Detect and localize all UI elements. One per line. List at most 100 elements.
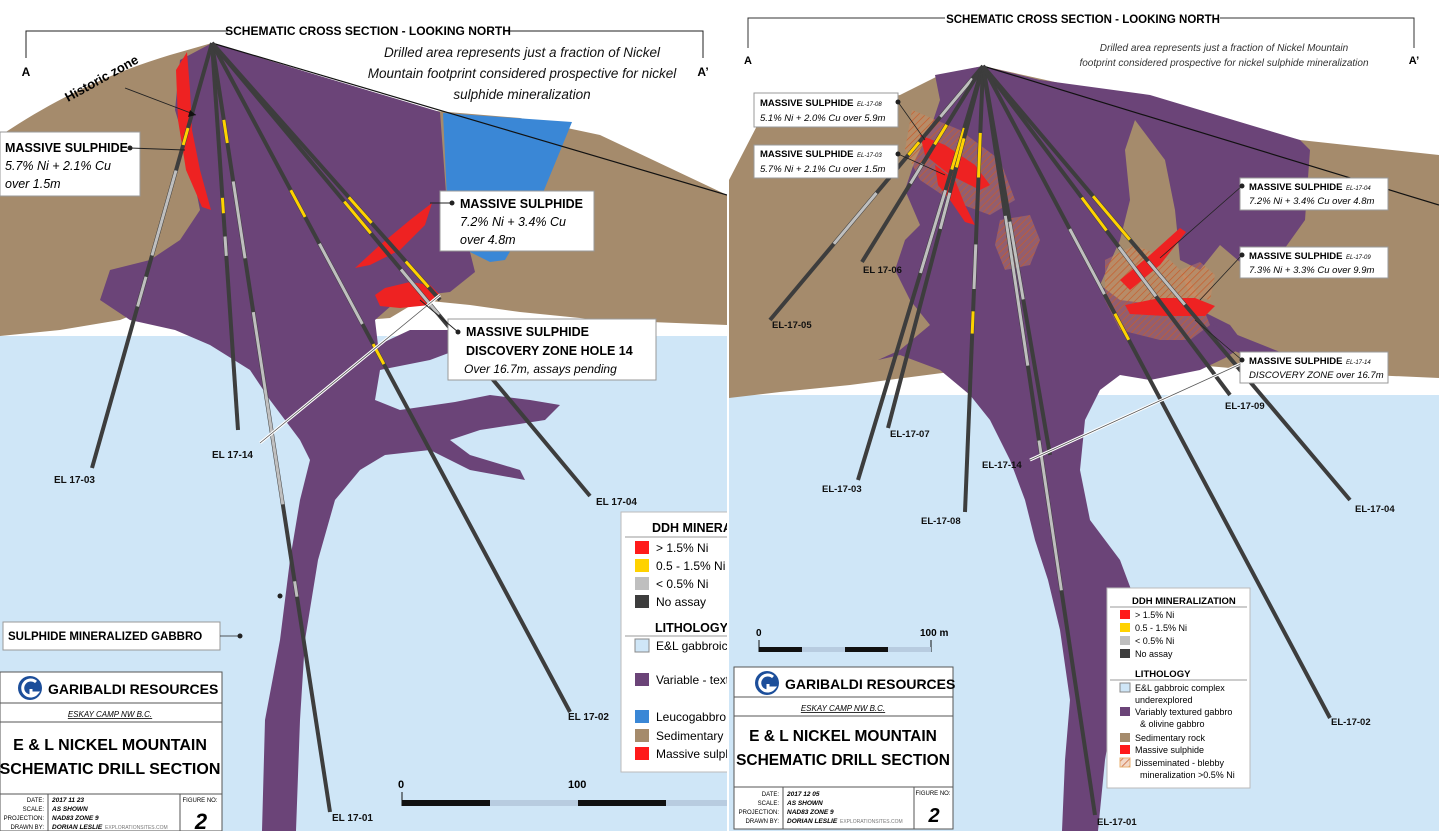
left-hole-label-17-14: EL 17-14 xyxy=(212,450,253,461)
left-hole-labels: EL 17-03 EL 17-14 EL 17-04 EL 17-02 EL 1… xyxy=(54,450,637,824)
left-hole-17-04 xyxy=(210,41,592,498)
svg-text:NAD83 ZONE 9: NAD83 ZONE 9 xyxy=(787,809,834,816)
right-hole-label-17-14: EL-17-14 xyxy=(982,460,1022,471)
svg-text:MASSIVE SULPHIDE: MASSIVE SULPHIDE xyxy=(1249,182,1342,193)
svg-text:Drilled area represents just a: Drilled area represents just a fraction … xyxy=(384,45,661,60)
right-hole-17-05 xyxy=(768,64,985,322)
svg-text:AS SHOWN: AS SHOWN xyxy=(51,806,88,813)
right-sulphide-03 xyxy=(935,165,975,225)
left-sulphide-upper xyxy=(355,203,432,268)
left-callout-2: MASSIVE SULPHIDE 7.2% Ni + 3.4% Cu over … xyxy=(430,190,595,252)
svg-text:MASSIVE SULPHIDE: MASSIVE SULPHIDE xyxy=(1249,356,1342,367)
right-hole-17-06 xyxy=(860,64,985,264)
svg-text:2: 2 xyxy=(927,805,939,827)
left-hole-label-17-03: EL 17-03 xyxy=(54,475,95,486)
right-hole-17-09 xyxy=(981,64,1232,397)
svg-text:E&L gabbroic complex underexpl: E&L gabbroic complex underexplored xyxy=(656,639,856,653)
svg-text:> 1.5% Ni: > 1.5% Ni xyxy=(1135,610,1174,620)
svg-text:MASSIVE SULPHIDE: MASSIVE SULPHIDE xyxy=(760,98,853,109)
left-sulphide-historic xyxy=(176,52,211,210)
svg-text:over 4.8m: over 4.8m xyxy=(460,233,516,247)
svg-text:5.7% Ni + 2.1% Cu: 5.7% Ni + 2.1% Cu xyxy=(5,159,111,173)
svg-text:Disseminated - blebby: Disseminated - blebby xyxy=(1135,758,1225,768)
svg-text:AS SHOWN: AS SHOWN xyxy=(786,800,823,807)
right-callout-08: MASSIVE SULPHIDE EL-17-08 5.1% Ni + 2.0%… xyxy=(753,92,926,141)
svg-text:FIGURE NO:: FIGURE NO: xyxy=(915,791,950,797)
left-hole-label-17-01: EL 17-01 xyxy=(332,813,373,824)
svg-text:NAD83 ZONE 9: NAD83 ZONE 9 xyxy=(52,815,99,822)
svg-text:DORIAN LESLIE: DORIAN LESLIE xyxy=(52,824,103,831)
svg-text:Mountain footprint considered: Mountain footprint considered prospectiv… xyxy=(368,66,677,81)
svg-text:MASSIVE SULPHIDE: MASSIVE SULPHIDE xyxy=(760,149,853,160)
right-disseminated-4 xyxy=(1180,262,1215,300)
svg-text:0: 0 xyxy=(398,779,404,791)
left-header: SCHEMATIC CROSS SECTION - LOOKING NORTH … xyxy=(22,24,709,79)
svg-text:< 0.5% Ni: < 0.5% Ni xyxy=(1135,636,1174,646)
svg-text:MASSIVE SULPHIDE: MASSIVE SULPHIDE xyxy=(466,325,589,339)
svg-text:DATE:: DATE: xyxy=(762,792,780,798)
svg-text:DISCOVERY ZONE HOLE 14: DISCOVERY ZONE HOLE 14 xyxy=(466,344,633,358)
svg-text:EL-17-04: EL-17-04 xyxy=(1346,186,1371,192)
svg-text:PROJECTION:: PROJECTION: xyxy=(739,810,780,816)
svg-text:5.1% Ni + 2.0% Cu over 5.9m: 5.1% Ni + 2.0% Cu over 5.9m xyxy=(760,113,885,124)
svg-text:Massive sulphide: Massive sulphide xyxy=(656,747,748,761)
svg-text:SCHEMATIC DRILL SECTION: SCHEMATIC DRILL SECTION xyxy=(736,752,950,769)
left-hole-17-01 xyxy=(210,42,332,813)
left-legend: DDH MINERALIZATION > 1.5% Ni 0.5 - 1.5% … xyxy=(620,511,884,773)
left-title-block: GARIBALDI RESOURCES ESKAY CAMP NW B.C. E… xyxy=(0,671,223,831)
panel-divider xyxy=(727,0,729,831)
svg-text:FIGURE NO:: FIGURE NO: xyxy=(182,798,217,804)
svg-text:DRAWN BY:: DRAWN BY: xyxy=(746,819,780,825)
left-legend-title: DDH MINERALIZATION xyxy=(652,521,789,535)
right-drill-holes xyxy=(768,64,1352,816)
svg-text:A’: A’ xyxy=(1409,55,1419,67)
svg-text:5.7% Ni + 2.1% Cu over 1.5m: 5.7% Ni + 2.1% Cu over 1.5m xyxy=(760,164,885,175)
svg-text:2: 2 xyxy=(194,809,208,831)
right-legend: DDH MINERALIZATION > 1.5% Ni 0.5 - 1.5% … xyxy=(1106,587,1251,789)
left-section-panel: SCHEMATIC CROSS SECTION - LOOKING NORTH … xyxy=(0,24,884,831)
right-callout-04: MASSIVE SULPHIDE EL-17-04 7.2% Ni + 3.4%… xyxy=(1159,177,1389,259)
right-hole-label-17-09: EL-17-09 xyxy=(1225,401,1265,412)
svg-text:Leucogabbro: Leucogabbro xyxy=(656,710,726,724)
svg-text:> 1.5% Ni: > 1.5% Ni xyxy=(656,541,708,555)
svg-text:sulphide mineralization: sulphide mineralization xyxy=(453,87,590,102)
svg-text:GARIBALDI RESOURCES: GARIBALDI RESOURCES xyxy=(48,681,218,697)
left-hole-17-14 xyxy=(210,42,240,431)
svg-text:MASSIVE SULPHIDE: MASSIVE SULPHIDE xyxy=(5,141,128,155)
svg-text:MASSIVE SULPHIDE: MASSIVE SULPHIDE xyxy=(460,197,583,211)
right-callout-03: MASSIVE SULPHIDE EL-17-03 5.7% Ni + 2.1%… xyxy=(753,144,946,179)
right-hole-label-17-03: EL-17-03 xyxy=(822,484,862,495)
svg-text:SCHEMATIC DRILL SECTION: SCHEMATIC DRILL SECTION xyxy=(0,761,220,778)
right-scale-bar: 0 100 m xyxy=(756,628,948,652)
left-a-label: A xyxy=(22,65,31,79)
svg-text:PROJECTION:: PROJECTION: xyxy=(4,816,45,822)
right-hole-label-17-05: EL-17-05 xyxy=(772,320,812,331)
right-hole-17-02 xyxy=(981,65,1332,719)
svg-text:DRAWN BY:: DRAWN BY: xyxy=(11,825,45,831)
right-hole-label-17-07: EL-17-07 xyxy=(890,429,930,440)
left-lithology-title: LITHOLOGY xyxy=(655,621,729,635)
right-header-title: SCHEMATIC CROSS SECTION - LOOKING NORTH xyxy=(946,14,1220,26)
right-gabbro-body xyxy=(878,66,1310,831)
svg-text:EXPLORATIONSITES.COM: EXPLORATIONSITES.COM xyxy=(105,825,168,831)
svg-text:EXPLORATIONSITES.COM: EXPLORATIONSITES.COM xyxy=(840,819,903,825)
right-hole-17-08 xyxy=(963,65,985,513)
svg-text:& olivine gabbro: & olivine gabbro xyxy=(1140,719,1205,729)
right-hole-17-01 xyxy=(981,65,1097,816)
svg-text:EL-17-14: EL-17-14 xyxy=(1346,360,1371,366)
left-gabbro-callout: SULPHIDE MINERALIZED GABBRO xyxy=(2,593,283,651)
svg-text:7.2% Ni + 3.4% Cu over 4.8m: 7.2% Ni + 3.4% Cu over 4.8m xyxy=(1249,196,1374,207)
svg-text:Variable - textured gabbro & o: Variable - textured gabbro & olivine gab… xyxy=(656,673,884,687)
svg-text:7.2% Ni + 3.4% Cu: 7.2% Ni + 3.4% Cu xyxy=(460,215,566,229)
svg-text:underexplored: underexplored xyxy=(1135,695,1193,705)
svg-text:DISCOVERY ZONE over 16.7m: DISCOVERY ZONE over 16.7m xyxy=(1249,370,1384,381)
right-hole-17-04 xyxy=(981,64,1352,502)
svg-text:2017 11 23: 2017 11 23 xyxy=(51,797,84,804)
left-hole-17-x xyxy=(210,41,442,302)
svg-text:EL-17-09: EL-17-09 xyxy=(1346,255,1371,261)
svg-text:mineralization >0.5% Ni: mineralization >0.5% Ni xyxy=(1140,770,1235,780)
svg-text:ESKAY CAMP NW B.C.: ESKAY CAMP NW B.C. xyxy=(68,710,152,719)
svg-text:DORIAN LESLIE: DORIAN LESLIE xyxy=(787,818,838,825)
right-hole-label-17-08: EL-17-08 xyxy=(921,516,961,527)
left-hole-label-17-04: EL 17-04 xyxy=(596,497,637,508)
